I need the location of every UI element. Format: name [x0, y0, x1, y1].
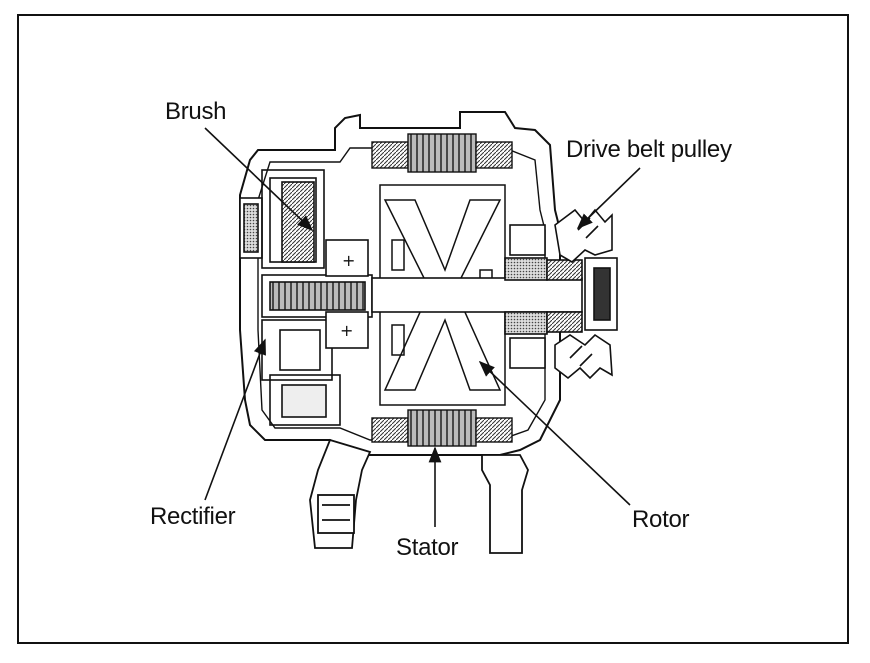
drive-belt-pulley-label: Drive belt pulley [566, 136, 732, 163]
mounting-legs [309, 438, 529, 554]
svg-text:+: + [342, 251, 355, 270]
figure-frame [17, 14, 849, 644]
brush-label: Brush [165, 98, 227, 125]
rectifier-label: Rectifier [150, 503, 236, 530]
brush-holder: + + [261, 239, 373, 349]
svg-text:+: + [340, 321, 353, 340]
stator-label: Stator [396, 534, 459, 561]
drive-belt-pulley [554, 208, 618, 380]
shaft [371, 224, 583, 369]
rotor-label: Rotor [632, 506, 690, 533]
stator [371, 133, 513, 447]
leader-lines [204, 127, 641, 527]
